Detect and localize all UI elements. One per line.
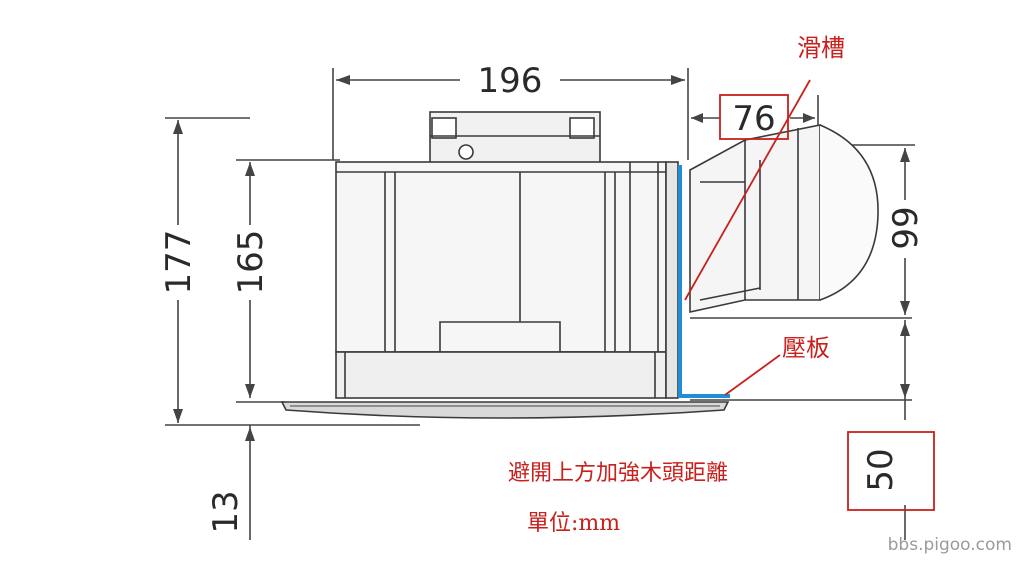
clearance-note: 避開上方加強木頭距離 <box>508 461 728 486</box>
duct-outlet <box>689 124 879 313</box>
clearance-50-label: 50 <box>861 448 901 491</box>
slot-leader-line <box>684 79 811 301</box>
depth-76-label: 76 <box>732 99 775 139</box>
clearance-highlight-box <box>847 431 935 511</box>
slot-label: 滑槽 <box>797 34 845 62</box>
height-13-label: 13 <box>206 490 246 533</box>
unit-note: 單位:mm <box>527 511 620 536</box>
width-196-label: 196 <box>478 61 543 101</box>
plate-leader-line <box>724 354 781 396</box>
annotations <box>684 79 935 511</box>
fan-body <box>280 111 730 419</box>
slide-bracket-highlight <box>678 165 730 398</box>
height-177-label: 177 <box>159 230 199 295</box>
arrowheads <box>173 75 910 441</box>
watermark-text: bbs.pigoo.com <box>888 535 1012 555</box>
plate-label: 壓板 <box>782 334 830 362</box>
height-99-label: 99 <box>886 206 926 249</box>
height-165-label: 165 <box>231 230 271 295</box>
